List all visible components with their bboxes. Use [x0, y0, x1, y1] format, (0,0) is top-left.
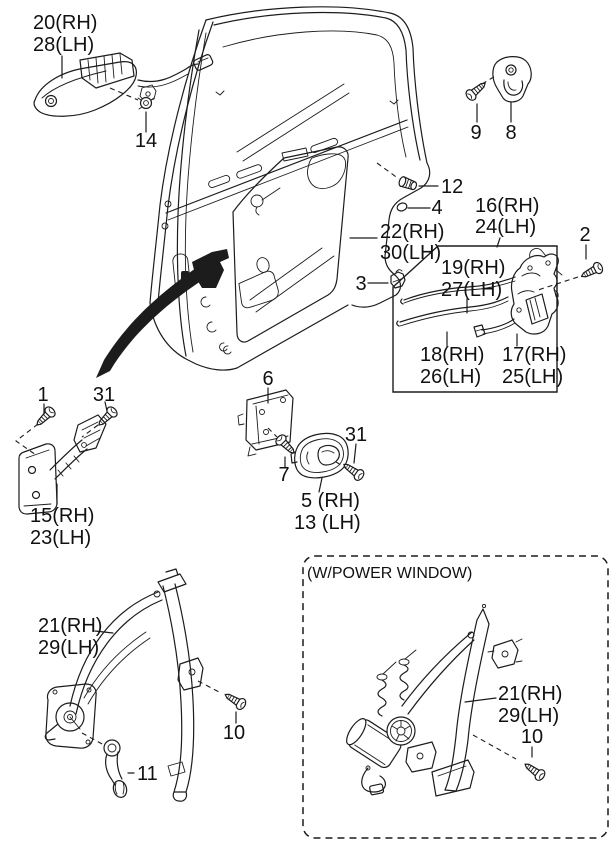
power-window-caption: (W/POWER WINDOW)	[307, 565, 472, 582]
power-regulator-drawing	[346, 603, 523, 797]
grommet-drawing	[396, 202, 408, 212]
handle-base-drawing	[237, 389, 294, 457]
label-handle-rod-line1: 18(RH)	[420, 344, 484, 366]
label-latch-line1: 17(RH)	[502, 344, 566, 366]
handle-bolt-drawing	[339, 459, 367, 483]
latch-screw-drawing	[578, 260, 605, 283]
dash-handle-bolt	[335, 461, 347, 469]
latch-box-group: 16(RH) 24(LH) 22(RH) 30(LH) 3	[349, 195, 605, 393]
latch-drawing	[510, 247, 563, 335]
label-stopper: 12	[441, 176, 463, 198]
label-handle-base: 6	[262, 368, 273, 390]
base-screw-drawing	[273, 432, 299, 458]
inside-handle-group: 6 7 5 (RH) 13 (LH) 31	[237, 368, 367, 534]
striker-drawing	[492, 56, 532, 103]
dash-stopper	[376, 162, 400, 180]
label-lock-rod-line2: 27(LH)	[441, 279, 502, 301]
door-shell-drawing	[96, 6, 431, 378]
stopper-drawing	[398, 176, 418, 191]
label-inside-handle-line1: 5 (RH)	[301, 490, 360, 512]
leader-power-regulator	[464, 697, 497, 703]
label-window-crank: 11	[137, 763, 158, 785]
label-door-check-line2: 23(LH)	[30, 527, 91, 549]
dash-handle-nut	[109, 87, 139, 101]
handle-rod-drawing	[396, 296, 509, 327]
label-manual-regulator-line1: 21(RH)	[38, 615, 102, 637]
dash-base-screw	[267, 427, 278, 438]
label-manual-regulator-bolt: 10	[223, 722, 245, 744]
label-rod-clip: 3	[355, 273, 366, 295]
label-striker-screw: 9	[470, 122, 481, 144]
label-handle-nut: 14	[135, 130, 157, 152]
label-grommet: 4	[431, 197, 442, 219]
label-handle-rod-line2: 26(LH)	[420, 366, 481, 388]
lock-rod-drawing	[400, 276, 516, 305]
label-base-screw: 7	[278, 464, 289, 486]
label-power-regulator-line1: 21(RH)	[498, 683, 562, 705]
dash-manual-regulator-bolt	[197, 680, 222, 694]
manual-regulator-drawing	[44, 568, 204, 802]
label-manual-regulator-line2: 29(LH)	[38, 637, 99, 659]
window-crank-drawing	[103, 739, 128, 798]
label-door-panel-line2: 30(LH)	[380, 242, 441, 264]
dash-striker-screw	[481, 74, 498, 85]
dash-check-screw	[15, 423, 39, 456]
label-power-regulator-line2: 29(LH)	[498, 705, 559, 727]
label-door-check-line1: 15(RH)	[30, 505, 94, 527]
dash-window-crank	[81, 732, 105, 746]
label-power-regulator-bolt: 10	[521, 726, 543, 748]
label-inside-handle-line2: 13 (LH)	[294, 512, 361, 534]
leader-check-bolt	[104, 401, 108, 412]
label-striker: 8	[505, 122, 516, 144]
label-check-bolt: 31	[93, 384, 115, 406]
label-door-panel-line1: 22(RH)	[380, 221, 444, 243]
leader-inside-handle	[318, 477, 323, 493]
dash-power-regulator-bolt	[472, 734, 517, 760]
rod-clip-small-drawing	[473, 318, 516, 338]
power-regulator-bolt-drawing	[521, 758, 548, 783]
door-check-drawing	[18, 414, 107, 515]
door-check-group: 1 31 15(RH) 23(LH)	[15, 384, 120, 549]
inside-handle-drawing	[290, 432, 349, 479]
leader-manual-regulator	[94, 630, 114, 634]
leader-handle-bolt	[353, 443, 357, 464]
power-window-group: (W/POWER WINDOW)	[302, 555, 609, 839]
label-handle-bolt: 31	[345, 424, 367, 446]
label-outside-handle-line2: 28(LH)	[33, 34, 94, 56]
label-latch-assembly-line2: 24(LH)	[475, 216, 536, 238]
label-lock-rod-line1: 19(RH)	[441, 257, 505, 279]
dash-latch-screw	[537, 276, 579, 291]
outside-handle-drawing	[33, 52, 214, 117]
handle-nut-drawing	[137, 96, 155, 110]
rod-clip-drawing	[390, 269, 406, 289]
stopper-grommet-group: 12 4	[376, 162, 463, 219]
label-latch-assembly-line1: 16(RH)	[475, 195, 539, 217]
latch-box-frame	[392, 245, 558, 393]
dash-check-bolt	[81, 424, 99, 438]
label-latch-line2: 25(LH)	[502, 366, 563, 388]
manual-regulator-bolt-drawing	[221, 688, 249, 712]
label-latch-screw: 2	[579, 224, 590, 246]
striker-group: 9 8	[463, 56, 532, 144]
manual-regulator-group: 21(RH) 29(LH) 10 11	[38, 568, 249, 802]
outside-handle-group: 20(RH) 28(LH) 14	[33, 12, 214, 152]
label-outside-handle-line1: 20(RH)	[33, 12, 97, 34]
label-check-screw: 1	[37, 384, 48, 406]
